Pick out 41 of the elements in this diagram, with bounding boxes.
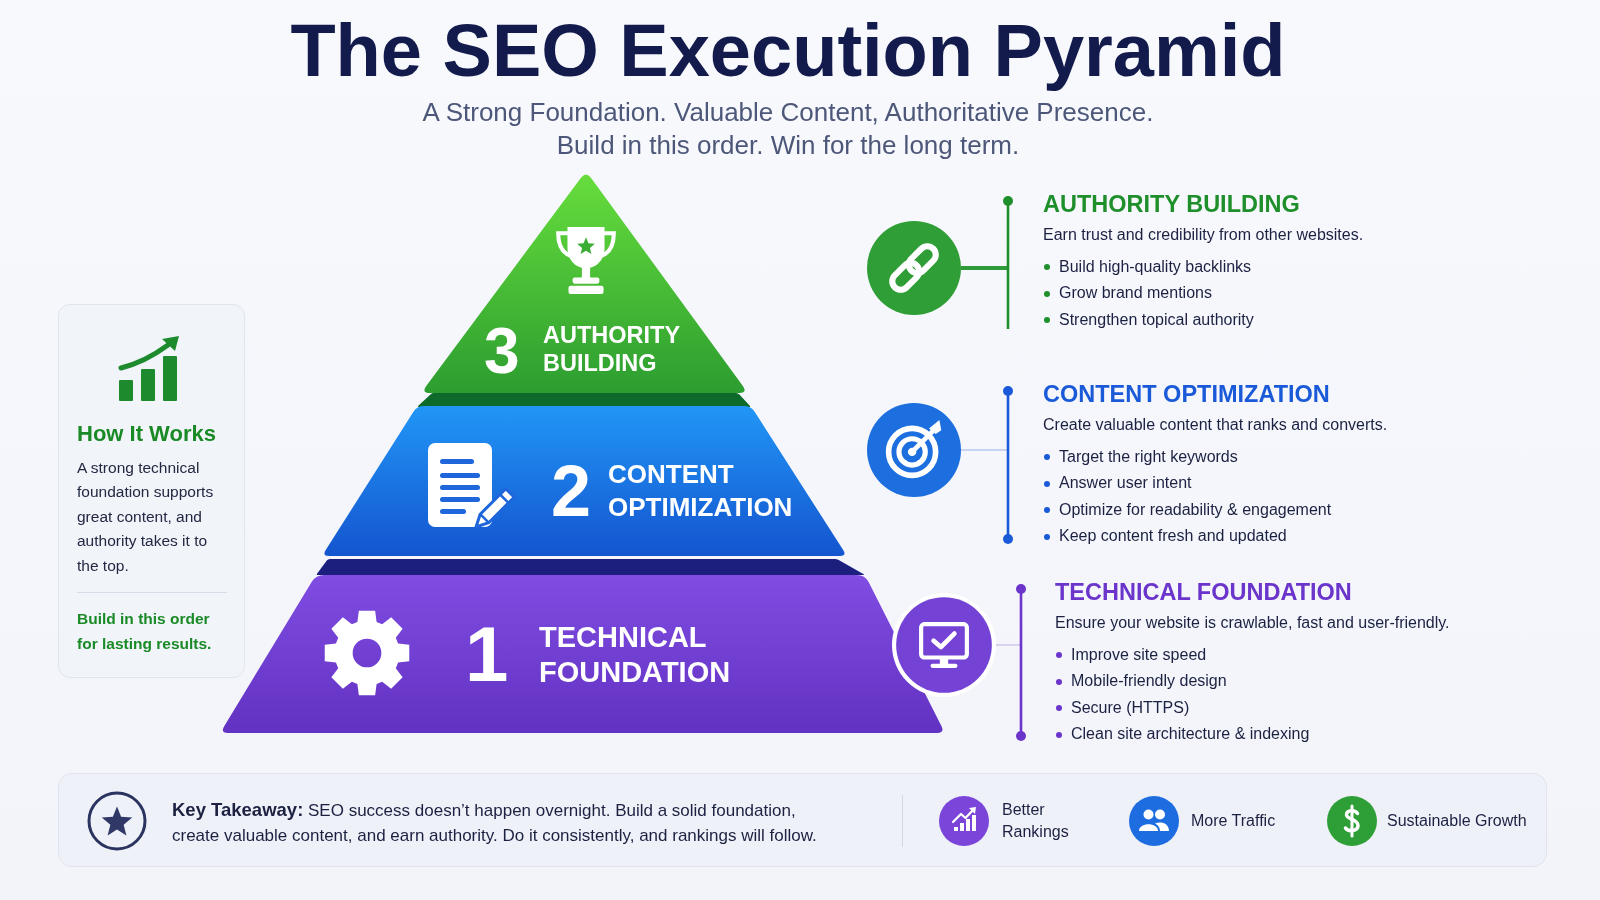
target-icon xyxy=(867,403,961,497)
card-note: Build in this order for lasting results. xyxy=(77,609,213,654)
page-title: The SEO Execution Pyramid xyxy=(289,8,1287,94)
tier-number: 3 xyxy=(484,319,520,383)
bullet-text: Improve site speed xyxy=(1071,644,1207,665)
tier-number: 2 xyxy=(551,455,592,527)
subtitle: Build in this order. Win for the long term. xyxy=(555,128,1021,162)
section-description: Create valuable content that ranks and converts. xyxy=(1043,415,1388,435)
subtitle: A Strong Foundation. Valuable Content, Authoritative Presence. xyxy=(421,95,1155,129)
tier-label: AUTHORITY BUILDING xyxy=(543,321,681,377)
section-heading: CONTENT OPTIMIZATION xyxy=(1043,380,1330,408)
monitor-check-icon xyxy=(892,593,996,697)
benefit-label: Sustainable Growth xyxy=(1387,811,1527,831)
benefit-label: Better Rankings xyxy=(1002,800,1070,842)
section-description: Earn trust and credibility from other websites. xyxy=(1043,225,1364,245)
link-icon xyxy=(867,221,961,315)
bullet-text: Keep content fresh and updated xyxy=(1059,526,1287,547)
tier-number: 1 xyxy=(465,615,509,693)
card-text: A strong technical foundation supports great content, and authority takes it to the top. xyxy=(77,458,215,576)
info-card xyxy=(58,304,245,678)
section-heading: AUTHORITY BUILDING xyxy=(1043,190,1300,218)
bullet-text: Grow brand mentions xyxy=(1059,283,1212,304)
section-heading: TECHNICAL FOUNDATION xyxy=(1055,578,1352,606)
connector-line xyxy=(961,266,1008,270)
card-heading: How It Works xyxy=(77,421,216,447)
connector-line xyxy=(960,449,1009,451)
bullet-text: Secure (HTTPS) xyxy=(1071,697,1190,718)
bullet-text: Optimize for readability & engagement xyxy=(1059,499,1332,520)
section-description: Ensure your website is crawlable, fast and user-friendly. xyxy=(1055,613,1450,633)
connector-line xyxy=(995,644,1022,646)
benefit-label: More Traffic xyxy=(1191,811,1276,831)
takeaway-text: Key Takeaway: SEO success doesn’t happen overnight. Build a solid foundation, create valuable content, and earn authority. Do it consistently, and rankings will follow. xyxy=(172,798,818,847)
bullet-text: Strengthen topical authority xyxy=(1059,309,1254,330)
bullet-text: Target the right keywords xyxy=(1059,446,1238,467)
takeaway-panel xyxy=(58,773,1547,867)
bullet-text: Answer user intent xyxy=(1059,473,1192,494)
bullet-text: Build high-quality backlinks xyxy=(1059,256,1252,277)
bullet-text: Mobile-friendly design xyxy=(1071,671,1227,692)
tier-label: CONTENT OPTIMIZATION xyxy=(608,457,794,524)
bullet-text: Clean site architecture & indexing xyxy=(1071,724,1310,745)
tier-label: TECHNICAL FOUNDATION xyxy=(539,619,732,690)
